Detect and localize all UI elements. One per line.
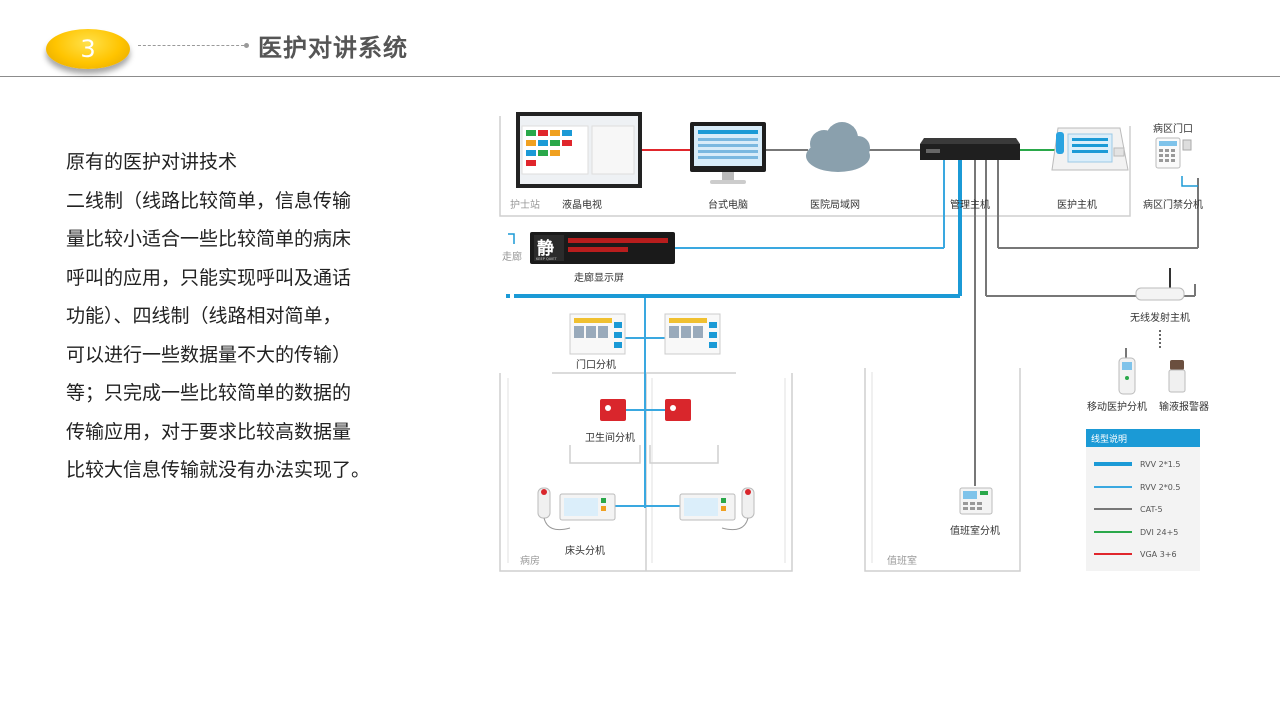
text-line: 传输应用，对于要求比较高数据量 (66, 420, 352, 443)
text-line: 呼叫的应用，只能实现呼叫及通话 (66, 266, 352, 289)
legend-title: 线型说明 (1091, 433, 1127, 445)
infusion-alarm-icon (1168, 360, 1186, 393)
zone-label-duty-room: 值班室 (887, 554, 917, 567)
access-unit-icon (1155, 137, 1198, 187)
duty-room-frame (864, 368, 1021, 572)
desktop-pc-icon (690, 122, 766, 184)
wireless-transmitter-icon (1135, 268, 1185, 301)
bedside-unit-label: 床头分机 (565, 544, 605, 557)
duty-room-unit-icon (959, 487, 993, 515)
legend: 线型说明 RVV 2*1.5 RVV 2*0.5 CAT-5 DVI 24+5 … (1086, 429, 1200, 571)
mobile-unit-icon (1118, 348, 1136, 395)
bathroom-wall (649, 445, 719, 464)
legend-label: RVV 2*1.5 (1140, 460, 1180, 469)
description-text: 原有的医护对讲技术 二线制（线路比较简单，信息传输 量比较小适合一些比较简单的病… (66, 143, 426, 490)
corridor-wall-mark (508, 233, 515, 244)
ward-entrance-label: 病区门口 (1153, 122, 1193, 135)
legend-label: VGA 3+6 (1140, 550, 1177, 559)
title-connector-line (138, 45, 244, 46)
duty-room-unit-label: 值班室分机 (950, 524, 1000, 537)
management-host-label: 管理主机 (950, 198, 990, 211)
hospital-lan-label: 医院局域网 (810, 198, 860, 211)
wireless-transmitter-label: 无线发射主机 (1130, 311, 1190, 324)
bedside-unit-icon (537, 487, 616, 531)
lcd-tv (516, 112, 642, 188)
keep-quiet-char: 静 (537, 238, 554, 259)
lcd-tv-label: 液晶电视 (562, 198, 602, 211)
ward-access-unit-label: 病区门禁分机 (1143, 198, 1203, 211)
nurse-host-label: 医护主机 (1057, 198, 1097, 211)
zone-label-ward: 病房 (520, 554, 540, 567)
text-line: 等；只完成一些比较简单的数据的 (66, 382, 352, 404)
legend-label: CAT-5 (1140, 505, 1163, 514)
mobile-unit-label: 移动医护分机 (1087, 400, 1147, 413)
bathroom-unit-label: 卫生间分机 (585, 431, 635, 444)
sos-button-icon (600, 399, 626, 421)
text-line: 原有的医护对讲技术 (66, 151, 238, 173)
text-line: 二线制（线路比较简单，信息传输 (66, 189, 352, 212)
nurse-host-icon (1051, 127, 1129, 171)
text-line: 功能）、四线制（线路相对简单， (66, 305, 342, 327)
text-line: 量比较小适合一些比较简单的病床 (66, 228, 352, 250)
zone-label-corridor: 走廊 (502, 250, 522, 263)
keep-quiet-sub: KEEP QUIET (536, 257, 558, 261)
legend-label: RVV 2*0.5 (1140, 483, 1180, 492)
text-line: 可以进行一些数据量不大的传输） (66, 343, 352, 366)
bus-gap (510, 294, 514, 298)
infusion-alarm-label: 输液报警器 (1159, 400, 1209, 413)
section-number-badge: 3 (46, 29, 130, 69)
desktop-pc-label: 台式电脑 (708, 198, 748, 211)
bedside-unit-icon (679, 487, 755, 531)
bus-gap (500, 294, 506, 298)
zone-label-nurse-station: 护士站 (510, 198, 540, 211)
text-line: 比较大信息传输就没有办法实现了。 (66, 459, 371, 481)
bathroom-wall (569, 445, 641, 464)
header-divider (0, 76, 1280, 77)
door-unit-icon (569, 313, 626, 355)
sos-button-icon (665, 399, 691, 421)
cloud-icon (806, 122, 870, 172)
page-title: 医护对讲系统 (258, 34, 408, 62)
system-diagram: 护士站 病房 值班室 液晶电视 (499, 112, 1209, 572)
management-host-icon (920, 138, 1020, 160)
corridor-display-label: 走廊显示屏 (574, 271, 624, 284)
nurse-station-frame (499, 116, 1131, 217)
legend-label: DVI 24+5 (1140, 528, 1178, 537)
corridor-display-icon (530, 232, 675, 264)
door-unit-icon (664, 313, 721, 355)
door-unit-label: 门口分机 (576, 358, 616, 371)
title-connector-dot (244, 43, 249, 48)
